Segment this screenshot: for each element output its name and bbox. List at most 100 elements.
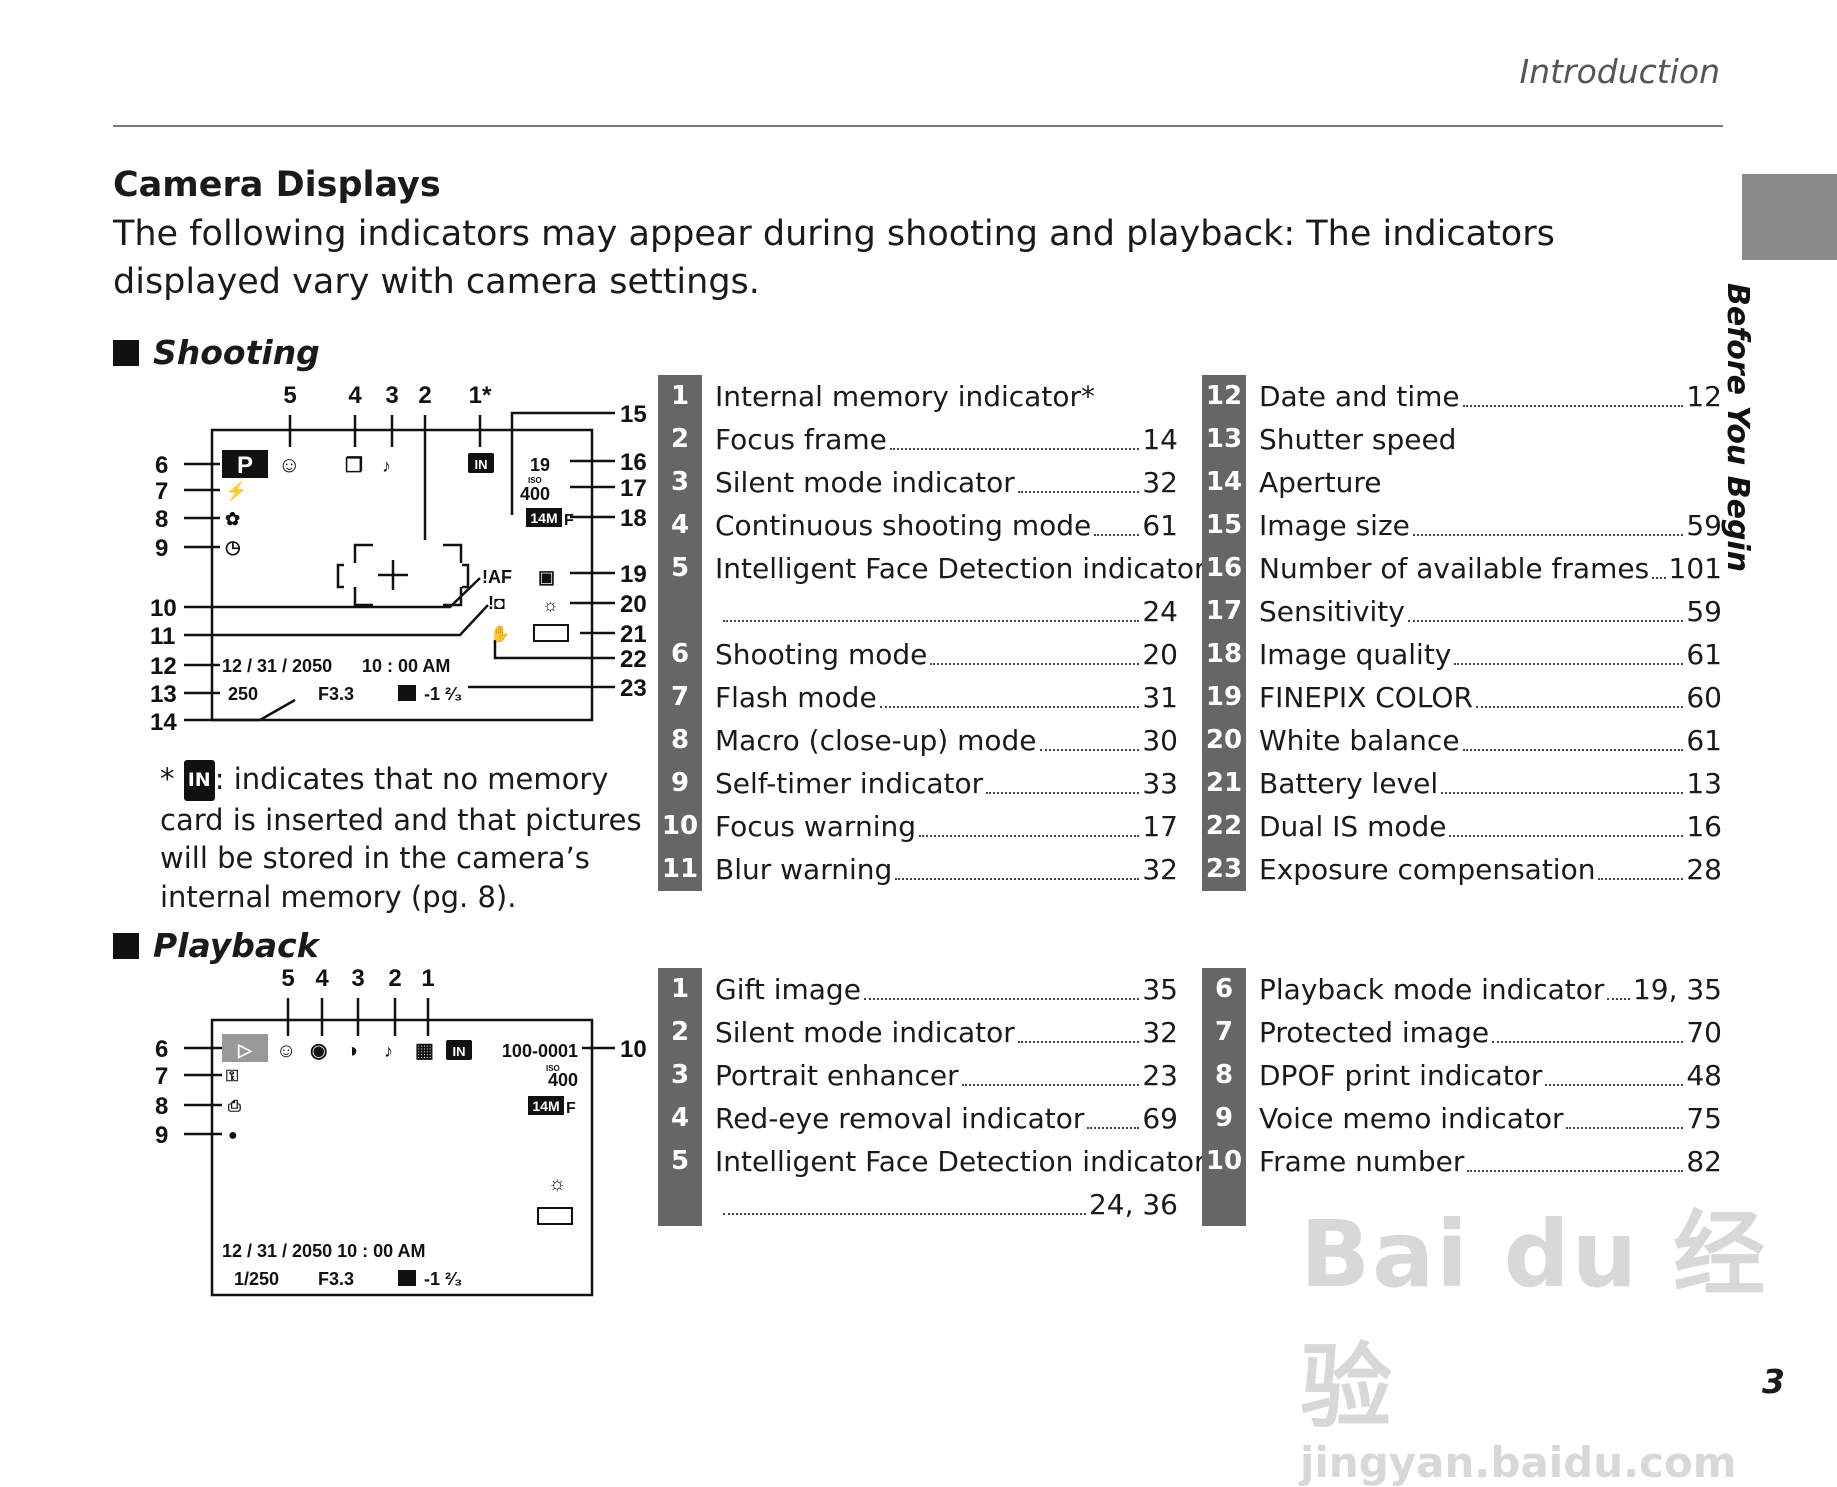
callout-17: 17: [620, 475, 647, 502]
index-page: 59: [1686, 595, 1722, 628]
face-detect-icon: ☺: [276, 1040, 296, 1062]
index-label: Battery level: [1259, 767, 1439, 800]
leader-dots: [1462, 405, 1684, 407]
index-number: 21: [1205, 768, 1243, 798]
index-page: 17: [1142, 810, 1178, 843]
index-number: 20: [1205, 725, 1243, 755]
battery-icon: [537, 1207, 573, 1225]
top-callout-numbers: 5 4 3 2 1*: [283, 382, 492, 409]
protect-key-icon: ⚿: [226, 1068, 238, 1085]
time-display: 10 : 00 AM: [362, 656, 450, 676]
leader-dots: [1441, 792, 1684, 794]
index-label: Flash mode: [715, 681, 877, 714]
callout-2: 2: [388, 968, 401, 992]
index-label: Silent mode indicator: [715, 1016, 1015, 1049]
callout-15: 15: [620, 401, 647, 428]
callout-22: 22: [620, 646, 647, 673]
index-number: 16: [1205, 553, 1243, 583]
leader-dots: [930, 663, 1140, 665]
index-label: Image quality: [1259, 638, 1452, 671]
in-badge-icon: [446, 1040, 472, 1060]
index-label: White balance: [1259, 724, 1460, 757]
index-page: 82: [1686, 1145, 1722, 1178]
index-label: Red-eye removal indicator: [715, 1102, 1085, 1135]
exposure-display: -1 ²⁄₃: [424, 1269, 462, 1289]
lcd-frame: [210, 428, 594, 722]
index-number: 3: [670, 467, 690, 497]
mode-badge: [222, 450, 268, 478]
in-badge-text: IN: [453, 1044, 466, 1059]
exposure-display: -1 ²⁄₃: [424, 684, 462, 704]
index-label: Exposure compensation: [1259, 853, 1596, 886]
leader-dots: [1449, 835, 1684, 837]
blur-warning-icon: !◘: [488, 593, 505, 613]
leader-dots: [1598, 878, 1684, 880]
leader-dots: [1017, 491, 1140, 493]
callout-19: 19: [620, 561, 647, 588]
index-number: 1: [670, 381, 690, 411]
leader-dots: [1017, 1041, 1140, 1043]
index-number: 19: [1205, 682, 1243, 712]
iso-value: 400: [520, 484, 550, 504]
index-number: 15: [1205, 510, 1243, 540]
exposure-icon: [398, 1270, 416, 1286]
index-number: 4: [670, 510, 690, 540]
index-row: 24, 36: [658, 1183, 1178, 1226]
iso-label: ISO: [546, 1064, 560, 1073]
index-number: 8: [1214, 1060, 1234, 1090]
bullet-square-icon: [113, 339, 139, 366]
battery-icon: [533, 624, 569, 642]
leader-dots: [1087, 1127, 1140, 1129]
callout-1: 1: [421, 968, 434, 992]
index-number: 6: [1214, 974, 1234, 1004]
callout-1: 1*: [469, 382, 492, 409]
callout-14: 14: [150, 709, 177, 736]
callout-5: 5: [281, 968, 294, 992]
index-number: 10: [1205, 1146, 1243, 1176]
index-number: 9: [670, 768, 690, 798]
index-number: 2: [670, 424, 690, 454]
af-warning: !AF: [482, 567, 512, 587]
callout-21: 21: [620, 621, 647, 648]
callout-2: 2: [418, 382, 431, 409]
index-label: Focus frame: [715, 423, 887, 456]
face-detect-icon: ☺: [278, 452, 300, 477]
index-number: 4: [670, 1103, 690, 1133]
play-icon: ▷: [237, 1040, 253, 1060]
index-label: Gift image: [715, 973, 861, 1006]
image-quality: F: [566, 1100, 576, 1117]
leader-dots: [1607, 998, 1630, 1000]
leader-dots: [1475, 706, 1684, 708]
index-page: 19, 35: [1632, 973, 1722, 1006]
callout-3: 3: [385, 382, 398, 409]
in-badge-text: IN: [475, 457, 488, 472]
index-label: Frame number: [1259, 1145, 1465, 1178]
index-number: 2: [670, 1017, 690, 1047]
playback-screen-diagram: 5 4 3 2 1 6 7 8 9 10 ▷ ☺ ◉ ◑ ♪ ▦ IN 100-…: [150, 965, 660, 1312]
date-time-display: 12 / 31 / 2050 10 : 00 AM: [222, 1241, 425, 1261]
index-number: 10: [661, 811, 699, 841]
index-page: 30: [1142, 724, 1178, 757]
callout-8: 8: [155, 1093, 168, 1120]
dpof-print-icon: ⎙: [227, 1098, 241, 1115]
callout-6: 6: [155, 1036, 168, 1063]
leader-dots: [961, 1084, 1140, 1086]
self-timer-icon: ◷: [225, 537, 241, 557]
index-page: 12: [1686, 380, 1722, 413]
leader-dots: [889, 448, 1140, 450]
footnote-star: *: [160, 762, 175, 796]
index-page: 69: [1142, 1102, 1178, 1135]
index-page: 24, 36: [1088, 1188, 1178, 1221]
